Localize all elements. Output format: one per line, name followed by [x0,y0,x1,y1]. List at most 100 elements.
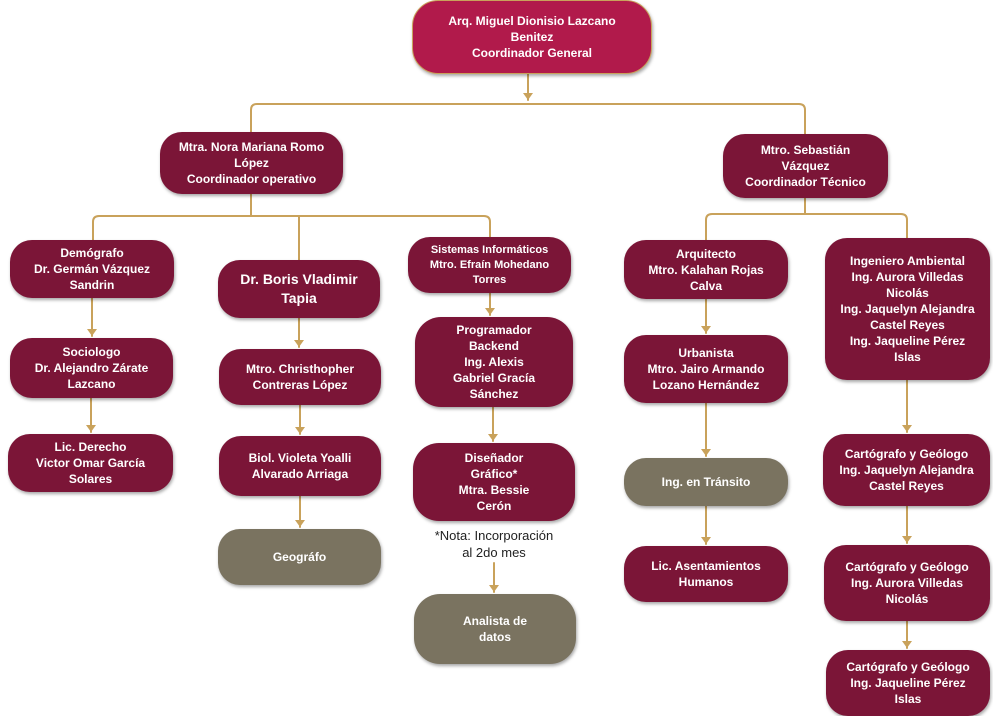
arrow-head-icon [701,537,711,544]
node-text-line: Biol. Violeta Yoalli [248,451,352,465]
node-text-line: Ing. Jaqueline Pérez [850,676,966,690]
node-text-line: Castel Reyes [869,479,944,493]
node-text-line: Solares [68,472,113,486]
node-text-line: Sandrin [69,278,115,292]
node-text-line: Coordinador operativo [186,172,317,186]
node-text-line: Benitez [510,30,554,44]
arrow-head-icon [87,329,97,336]
node-text-line: Mtro. Christhopher [246,362,354,376]
arrow-head-icon [485,308,495,315]
node-text-line: Cartógrafo y Geólogo [846,660,970,674]
node-text-line: Coordinador Técnico [745,175,866,189]
connector-line [250,103,806,135]
node-text-line: Geográfo [272,550,327,564]
arrow-head-icon [523,93,533,100]
node-text-line: Ing. Alexis [464,355,524,369]
node-text-line: Cerón [476,499,512,513]
node-text-line: Arq. Miguel Dionisio Lazcano [448,14,616,28]
node-text-line: Islas [894,350,921,364]
arrow-head-icon [902,425,912,432]
node-text-line: Dr. Alejandro Zárate [34,361,149,375]
node-transito: Ing. en Tránsito [624,458,788,506]
node-text-line: Diseñador [464,451,524,465]
arrow-head-icon [488,434,498,441]
arrow-head-icon [295,520,305,527]
node-text-line: Vázquez [781,159,830,173]
node-text-line: Alvarado Arriaga [251,467,349,481]
node-text-line: Arquitecto [676,246,736,261]
arrow-head-icon [489,585,499,592]
node-text-line: Torres [472,273,507,286]
node-text-line: Tapia [281,290,317,306]
node-text-line: Humanos [678,575,734,589]
node-text-line: Coordinador General [471,46,593,60]
node-text-line: Ing. Jaquelyn Alejandra [839,463,974,477]
node-analista: Analista de datos [414,594,576,664]
node-text-line: datos [478,630,511,644]
arrow-head-icon [86,425,96,432]
node-text-line: Ing. Aurora Villedas [851,270,964,284]
node-text-line: Lic. Derecho [54,440,127,454]
node-text-line: Mtro. Kalahan Rojas [648,262,764,277]
node-text-line: Gabriel Gracía [452,371,536,385]
node-text-line: Gráfico* [470,467,518,481]
node-text-line: Mtro. Sebastián [760,143,851,157]
node-geografo: Geográfo [218,529,381,585]
node-text-line: Contreras López [252,378,348,392]
node-text-line: Programador [456,323,532,337]
node-text-line: Castel Reyes [870,318,945,332]
node-text-line: Nicolás [885,592,929,606]
arrow-head-icon [294,340,304,347]
node-text-line: Dr. Germán Vázquez [33,262,151,276]
node-text-line: Sistemas Informáticos [430,243,549,256]
node-text-line: Ing. Jaqueline Pérez [849,334,966,348]
node-text-line: Sociologo [62,345,121,359]
node-text-line: López [234,156,269,170]
node-text-line: Mtra. Nora Mariana Romo [178,140,325,154]
node-text-line: Lic. Asentamientos [651,559,761,573]
node-text-line: Victor Omar García [35,456,146,470]
arrow-head-icon [902,536,912,543]
node-text-line: Nicolás [886,286,929,300]
node-text-line: Cartógrafo y Geólogo [845,560,969,574]
node-text-line: Mtra. Bessie [458,483,530,497]
node-text-line: Demógrafo [60,246,124,260]
connector-line [92,215,491,241]
node-text-line: Ing. en Tránsito [661,475,751,489]
node-text-line: Calva [689,278,723,293]
arrow-head-icon [295,427,305,434]
node-text-line: Ing. Aurora Villedas [850,576,964,590]
node-text-line: Urbanista [678,346,734,360]
node-text-line: Mtro. Jairo Armando [647,362,765,376]
node-text-line: Mtro. Efraín Mohedano [429,258,550,271]
arrow-head-icon [701,326,711,333]
arrow-head-icon [701,449,711,456]
node-text-line: Lozano Hernández [652,378,760,392]
node-text-line: Sánchez [469,387,519,401]
node-text-line: Ing. Jaquelyn Alejandra [840,302,975,316]
footnote-incorporacion: *Nota: Incorporación al 2do mes [434,528,554,560]
node-text-line: Analista de [462,614,528,628]
node-text-line: Islas [894,692,922,706]
node-text-line: Cartógrafo y Geólogo [844,447,969,461]
